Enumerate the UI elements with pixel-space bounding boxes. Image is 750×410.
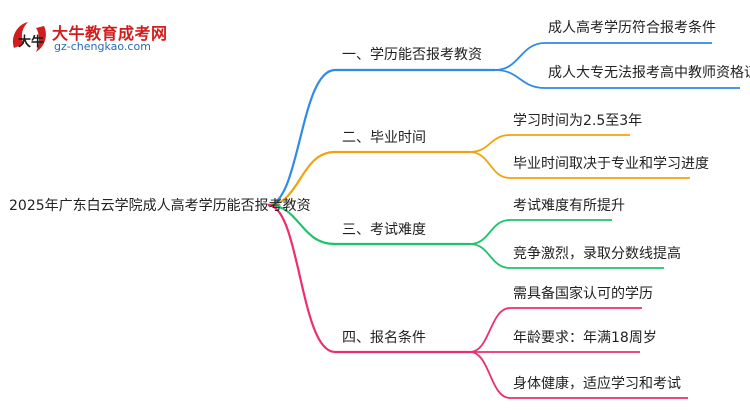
- brand-logo[interactable]: 大牛 大牛教育成考网 gz-chengkao.com: [8, 18, 178, 58]
- branch-1-leaf-1-link: [494, 42, 712, 71]
- logo-url: gz-chengkao.com: [54, 40, 151, 53]
- logo-name: 大牛教育成考网: [52, 24, 168, 43]
- branch-3-leaf-1-link: [469, 219, 612, 245]
- branch-1-leaf-2: 成人大专无法报考高中教师资格证: [548, 65, 750, 81]
- branch-2-leaf-1: 学习时间为2.5至3年: [513, 113, 643, 129]
- bull-logo-icon: 大牛: [12, 22, 46, 52]
- branch-4-leaf-3-link: [469, 351, 688, 399]
- svg-text:大牛: 大牛: [18, 34, 44, 50]
- branch-3-leaf-2-link: [469, 243, 664, 269]
- branch-4-leaf-2: 年龄要求：年满18周岁: [513, 330, 657, 346]
- branch-2-leaf-2: 毕业时间取决于专业和学习进度: [513, 156, 709, 172]
- root-to-branch-4-link: [267, 203, 470, 354]
- branch-2-leaf-1-link: [469, 134, 630, 153]
- branch-3-leaf-2: 竞争激烈，录取分数线提高: [513, 246, 681, 262]
- root-to-branch-3-link: [267, 203, 470, 246]
- branch-node-2: 二、毕业时间: [342, 130, 426, 146]
- branch-node-4: 四、报名条件: [342, 330, 426, 346]
- branch-1-leaf-2-link: [494, 69, 740, 89]
- branch-1-leaf-1: 成人高考学历符合报考条件: [548, 20, 716, 36]
- root-node: 2025年广东白云学院成人高考学历能否报考教资: [9, 198, 311, 214]
- branch-4-leaf-1: 需具备国家认可的学历: [513, 286, 653, 302]
- root-to-branch-1-link: [267, 68, 495, 207]
- branch-3-leaf-1: 考试难度有所提升: [513, 198, 625, 214]
- branch-4-leaf-1-link: [469, 307, 642, 353]
- branch-2-leaf-2-link: [469, 151, 690, 179]
- branch-node-1: 一、学历能否报考教资: [342, 47, 482, 63]
- branch-4-leaf-3: 身体健康，适应学习和考试: [513, 376, 681, 392]
- branch-node-3: 三、考试难度: [342, 222, 426, 238]
- root-to-branch-2-link: [267, 150, 470, 207]
